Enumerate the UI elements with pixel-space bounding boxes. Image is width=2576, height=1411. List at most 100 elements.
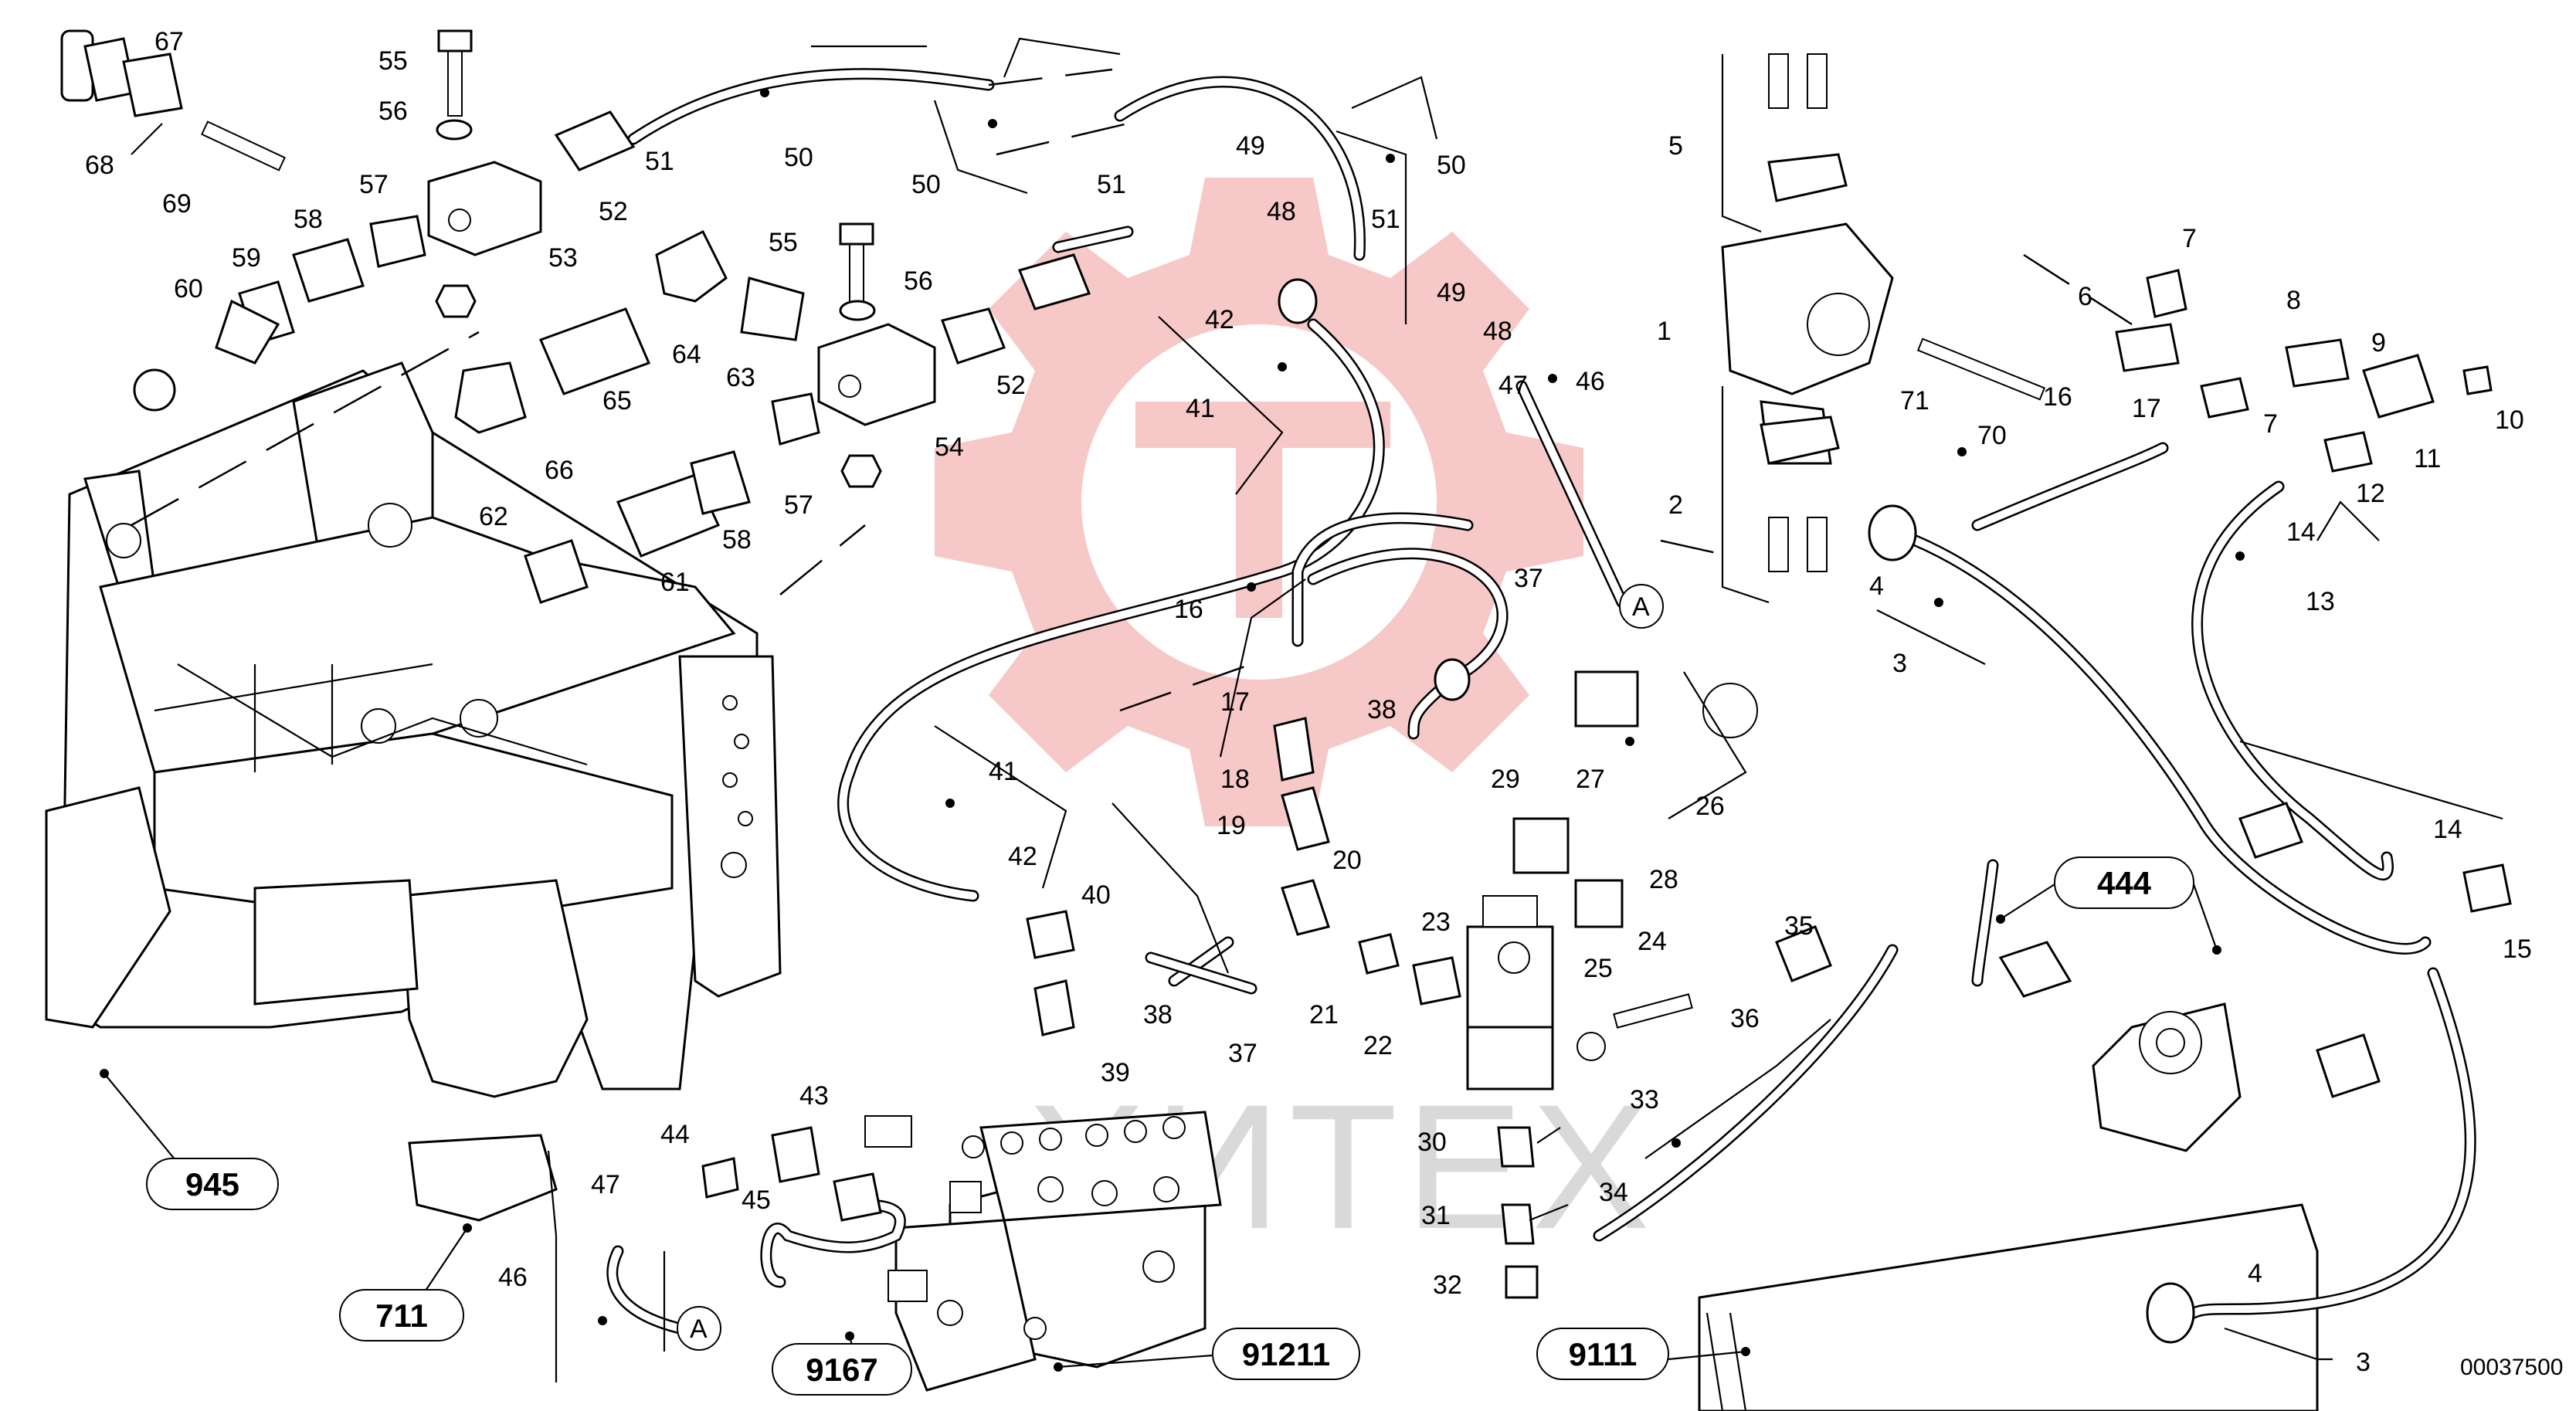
leader-lines <box>131 37 2503 1382</box>
callout-52b: 52 <box>996 371 1026 400</box>
callout-32: 32 <box>1433 1270 1462 1300</box>
callout-48: 48 <box>1267 197 1296 226</box>
callout-10: 10 <box>2495 405 2524 435</box>
callout-31: 31 <box>1421 1201 1451 1230</box>
connector-mark-a-lower: A <box>690 1314 708 1344</box>
callout-25: 25 <box>1583 954 1613 983</box>
callout-51: 51 <box>645 147 674 176</box>
callout-18: 18 <box>1220 765 1250 794</box>
callout-53: 53 <box>548 243 578 273</box>
hoses <box>606 68 2476 1335</box>
callout-59: 59 <box>232 243 261 273</box>
callout-57: 57 <box>359 170 389 199</box>
callout-30: 30 <box>1417 1128 1447 1157</box>
ref-box-91211: 91211 <box>1242 1336 1330 1372</box>
callout-42b: 42 <box>1008 842 1037 871</box>
callout-46b: 46 <box>498 1263 528 1292</box>
callout-22: 22 <box>1363 1031 1393 1060</box>
callout-54: 54 <box>935 432 964 462</box>
callout-16b: 16 <box>1174 595 1203 624</box>
callout-24: 24 <box>1638 927 1667 956</box>
callout-42: 42 <box>1205 305 1234 334</box>
callout-labels: 1 2 3 3 4 4 5 6 7 7 8 9 10 11 12 13 14 1… <box>85 27 2532 1377</box>
callout-35: 35 <box>1784 911 1814 941</box>
callout-29: 29 <box>1491 765 1520 794</box>
callout-49b: 49 <box>1437 278 1466 307</box>
callout-14: 14 <box>2286 517 2316 547</box>
callout-23: 23 <box>1421 907 1451 937</box>
callout-5: 5 <box>1668 131 1683 161</box>
control-valve-91211 <box>864 1111 1222 1392</box>
callout-2: 2 <box>1668 490 1683 520</box>
callout-21: 21 <box>1309 1000 1339 1029</box>
callout-50b: 50 <box>911 170 941 199</box>
callout-41: 41 <box>1186 394 1215 423</box>
callout-38b: 38 <box>1143 1000 1173 1029</box>
callout-3: 3 <box>1892 649 1907 678</box>
callout-34: 34 <box>1599 1178 1628 1207</box>
callout-52: 52 <box>599 197 628 226</box>
callout-38: 38 <box>1367 695 1397 724</box>
callout-71: 71 <box>1900 386 1929 415</box>
callout-55: 55 <box>378 46 408 76</box>
leader-dots <box>100 88 2245 1372</box>
callout-68: 68 <box>85 151 114 180</box>
callout-56b: 56 <box>904 266 933 296</box>
callout-47b: 47 <box>591 1170 620 1199</box>
connector-marks: A A <box>677 584 1664 1351</box>
callout-7: 7 <box>2182 224 2197 253</box>
callout-17b: 17 <box>1220 687 1250 717</box>
callout-33: 33 <box>1630 1085 1659 1114</box>
pump-assembly-444 <box>1698 1002 2319 1411</box>
callout-67: 67 <box>154 27 184 56</box>
callout-55b: 55 <box>769 228 798 257</box>
callout-17: 17 <box>2132 394 2161 423</box>
drawing-number: 00037500 <box>2460 1355 2563 1380</box>
ref-box-444: 444 <box>2097 865 2152 901</box>
callout-62: 62 <box>479 502 508 531</box>
callout-1: 1 <box>1657 317 1672 346</box>
fittings <box>60 29 2512 1344</box>
callout-39: 39 <box>1101 1058 1130 1087</box>
callout-36: 36 <box>1730 1004 1760 1033</box>
callout-40: 40 <box>1081 880 1111 910</box>
callout-16: 16 <box>2043 382 2072 412</box>
callout-7b: 7 <box>2263 409 2278 439</box>
callout-50: 50 <box>784 143 813 172</box>
callout-60: 60 <box>174 274 203 304</box>
reference-boxes: 945 711 9167 91211 9111 444 <box>104 856 2218 1396</box>
callout-12: 12 <box>2356 479 2385 508</box>
callout-50c: 50 <box>1437 151 1466 180</box>
callout-47: 47 <box>1498 371 1528 400</box>
callout-45: 45 <box>742 1185 771 1215</box>
ref-box-945: 945 <box>185 1166 239 1202</box>
ref-box-9167: 9167 <box>806 1352 877 1388</box>
callout-44: 44 <box>660 1120 690 1149</box>
callout-3b: 3 <box>2356 1348 2371 1377</box>
callout-41b: 41 <box>989 757 1018 786</box>
callout-63: 63 <box>726 363 755 392</box>
connector-mark-a-upper: A <box>1632 592 1650 622</box>
callout-14b: 14 <box>2433 815 2462 844</box>
callout-43: 43 <box>799 1081 829 1111</box>
watermark-gear-logo <box>935 178 1583 826</box>
callout-26: 26 <box>1695 792 1725 821</box>
callout-13: 13 <box>2306 587 2335 616</box>
ref-box-9111: 9111 <box>1569 1336 1638 1372</box>
callout-37b: 37 <box>1228 1039 1257 1068</box>
callout-48b: 48 <box>1483 317 1512 346</box>
callout-11: 11 <box>2414 444 2441 473</box>
callout-66: 66 <box>545 456 574 485</box>
callout-49: 49 <box>1236 131 1265 161</box>
callout-69: 69 <box>162 189 192 219</box>
callout-19: 19 <box>1217 811 1246 840</box>
callout-27: 27 <box>1576 765 1605 794</box>
ref-box-711: 711 <box>375 1297 428 1334</box>
callout-4: 4 <box>1869 572 1884 601</box>
callout-28: 28 <box>1649 865 1678 894</box>
callout-46: 46 <box>1576 367 1605 396</box>
callout-57b: 57 <box>784 490 813 520</box>
callout-6: 6 <box>2078 282 2092 311</box>
callout-56: 56 <box>378 97 408 126</box>
